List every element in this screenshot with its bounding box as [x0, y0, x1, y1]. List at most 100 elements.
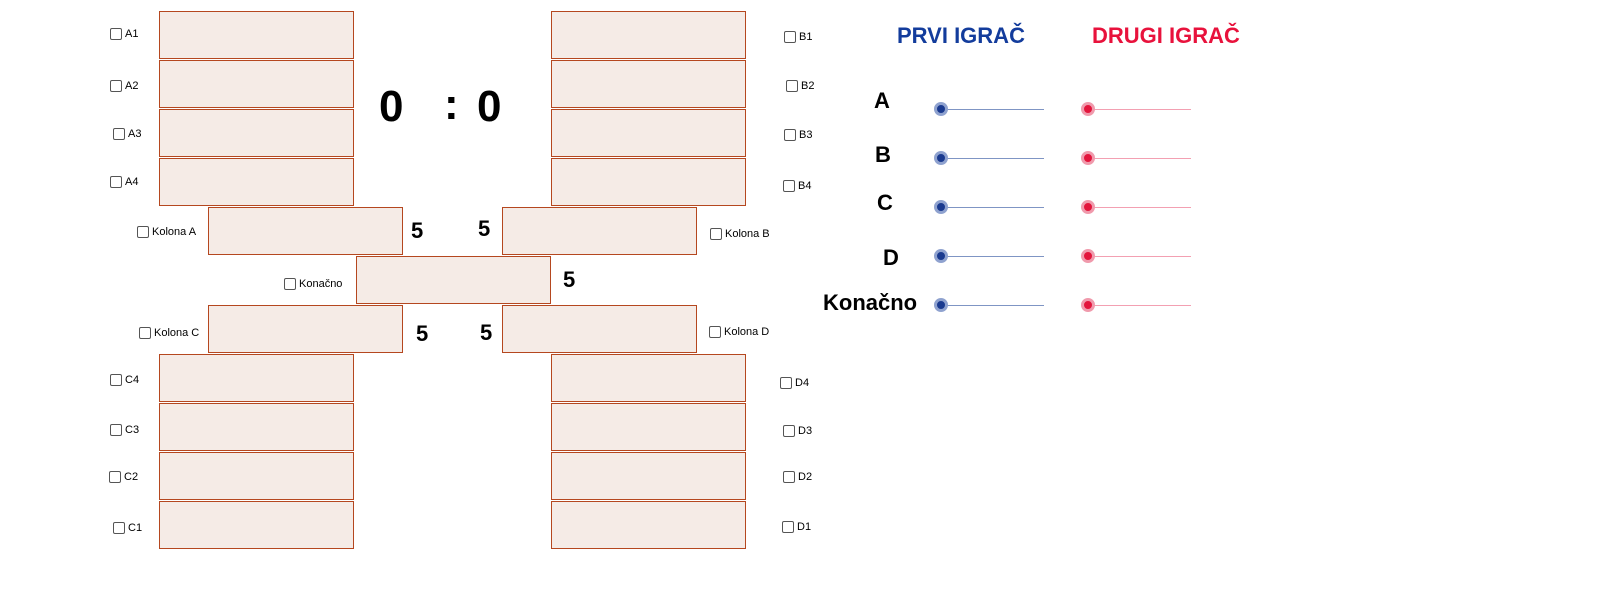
slider-knob-icon[interactable]	[1081, 102, 1095, 116]
checkbox-icon[interactable]	[783, 425, 795, 437]
checkbox-d1[interactable]: D1	[782, 521, 811, 533]
field-kolona-b[interactable]	[502, 207, 697, 255]
checkbox-icon[interactable]	[110, 176, 122, 188]
slider-second-c[interactable]	[1081, 199, 1191, 217]
checkbox-icon[interactable]	[783, 471, 795, 483]
checkbox-kolona-d[interactable]: Kolona D	[709, 326, 769, 338]
slider-second-a[interactable]	[1081, 101, 1191, 119]
slider-track[interactable]	[1089, 305, 1191, 306]
checkbox-icon[interactable]	[780, 377, 792, 389]
checkbox-icon[interactable]	[786, 80, 798, 92]
field-a3[interactable]	[159, 109, 354, 157]
checkbox-d3-label: D3	[798, 425, 813, 437]
checkbox-c3[interactable]: C3	[110, 424, 139, 436]
checkbox-icon[interactable]	[137, 226, 149, 238]
konacno-value: 5	[563, 267, 576, 292]
field-d4[interactable]	[551, 354, 746, 402]
checkbox-icon[interactable]	[110, 424, 122, 436]
slider-second-d[interactable]	[1081, 248, 1191, 266]
field-d2[interactable]	[551, 452, 746, 500]
checkbox-b4-label: B4	[798, 180, 812, 192]
checkbox-a4[interactable]: A4	[110, 176, 138, 188]
checkbox-a2[interactable]: A2	[110, 80, 138, 92]
slider-track[interactable]	[942, 109, 1044, 110]
checkbox-kolona-b[interactable]: Kolona B	[710, 228, 770, 240]
slider-second-b[interactable]	[1081, 150, 1191, 168]
checkbox-kolona-a[interactable]: Kolona A	[137, 226, 196, 238]
checkbox-icon[interactable]	[109, 471, 121, 483]
slider-second-konacno[interactable]	[1081, 297, 1191, 315]
checkbox-a3[interactable]: A3	[113, 128, 141, 140]
slider-first-a[interactable]	[934, 101, 1044, 119]
field-c1[interactable]	[159, 501, 354, 549]
checkbox-b1[interactable]: B1	[784, 31, 812, 43]
slider-first-d[interactable]	[934, 248, 1044, 266]
field-b1[interactable]	[551, 11, 746, 59]
checkbox-kolona-c[interactable]: Kolona C	[139, 327, 199, 339]
slider-knob-icon[interactable]	[1081, 151, 1095, 165]
checkbox-icon[interactable]	[710, 228, 722, 240]
checkbox-b1-label: B1	[799, 31, 813, 43]
field-a2[interactable]	[159, 60, 354, 108]
slider-first-b[interactable]	[934, 150, 1044, 168]
slider-knob-icon[interactable]	[934, 298, 948, 312]
checkbox-c2[interactable]: C2	[109, 471, 138, 483]
slider-track[interactable]	[942, 256, 1044, 257]
checkbox-d2[interactable]: D2	[783, 471, 812, 483]
checkbox-c1[interactable]: C1	[113, 522, 142, 534]
checkbox-icon[interactable]	[110, 80, 122, 92]
field-d1[interactable]	[551, 501, 746, 549]
slider-first-c[interactable]	[934, 199, 1044, 217]
field-c2[interactable]	[159, 452, 354, 500]
slider-track[interactable]	[1089, 158, 1191, 159]
slider-track[interactable]	[942, 305, 1044, 306]
field-kolona-a[interactable]	[208, 207, 403, 255]
slider-track[interactable]	[1089, 207, 1191, 208]
checkbox-icon[interactable]	[783, 180, 795, 192]
checkbox-icon[interactable]	[113, 128, 125, 140]
slider-track[interactable]	[942, 158, 1044, 159]
field-b3[interactable]	[551, 109, 746, 157]
slider-track[interactable]	[1089, 109, 1191, 110]
slider-knob-icon[interactable]	[934, 151, 948, 165]
field-kolona-d[interactable]	[502, 305, 697, 353]
checkbox-d2-label: D2	[798, 471, 813, 483]
slider-knob-icon[interactable]	[934, 249, 948, 263]
slider-knob-icon[interactable]	[1081, 298, 1095, 312]
checkbox-b2[interactable]: B2	[786, 80, 814, 92]
checkbox-icon[interactable]	[784, 129, 796, 141]
kolona-c-value: 5	[416, 321, 429, 346]
checkbox-icon[interactable]	[784, 31, 796, 43]
field-b2[interactable]	[551, 60, 746, 108]
field-b4[interactable]	[551, 158, 746, 206]
checkbox-d4-label: D4	[795, 377, 810, 389]
slider-knob-icon[interactable]	[1081, 200, 1095, 214]
field-a1[interactable]	[159, 11, 354, 59]
checkbox-icon[interactable]	[284, 278, 296, 290]
checkbox-konacno[interactable]: Konačno	[284, 278, 342, 290]
field-kolona-c[interactable]	[208, 305, 403, 353]
slider-track[interactable]	[942, 207, 1044, 208]
slider-track[interactable]	[1089, 256, 1191, 257]
checkbox-b4[interactable]: B4	[783, 180, 811, 192]
checkbox-a1[interactable]: A1	[110, 28, 138, 40]
checkbox-b3[interactable]: B3	[784, 129, 812, 141]
checkbox-d4[interactable]: D4	[780, 377, 809, 389]
slider-knob-icon[interactable]	[934, 200, 948, 214]
field-c3[interactable]	[159, 403, 354, 451]
checkbox-icon[interactable]	[110, 374, 122, 386]
checkbox-icon[interactable]	[139, 327, 151, 339]
field-c4[interactable]	[159, 354, 354, 402]
checkbox-c4[interactable]: C4	[110, 374, 139, 386]
slider-knob-icon[interactable]	[934, 102, 948, 116]
slider-knob-icon[interactable]	[1081, 249, 1095, 263]
checkbox-icon[interactable]	[709, 326, 721, 338]
checkbox-icon[interactable]	[113, 522, 125, 534]
field-a4[interactable]	[159, 158, 354, 206]
checkbox-icon[interactable]	[782, 521, 794, 533]
checkbox-d3[interactable]: D3	[783, 425, 812, 437]
field-konacno[interactable]	[356, 256, 551, 304]
field-d3[interactable]	[551, 403, 746, 451]
slider-first-konacno[interactable]	[934, 297, 1044, 315]
checkbox-icon[interactable]	[110, 28, 122, 40]
